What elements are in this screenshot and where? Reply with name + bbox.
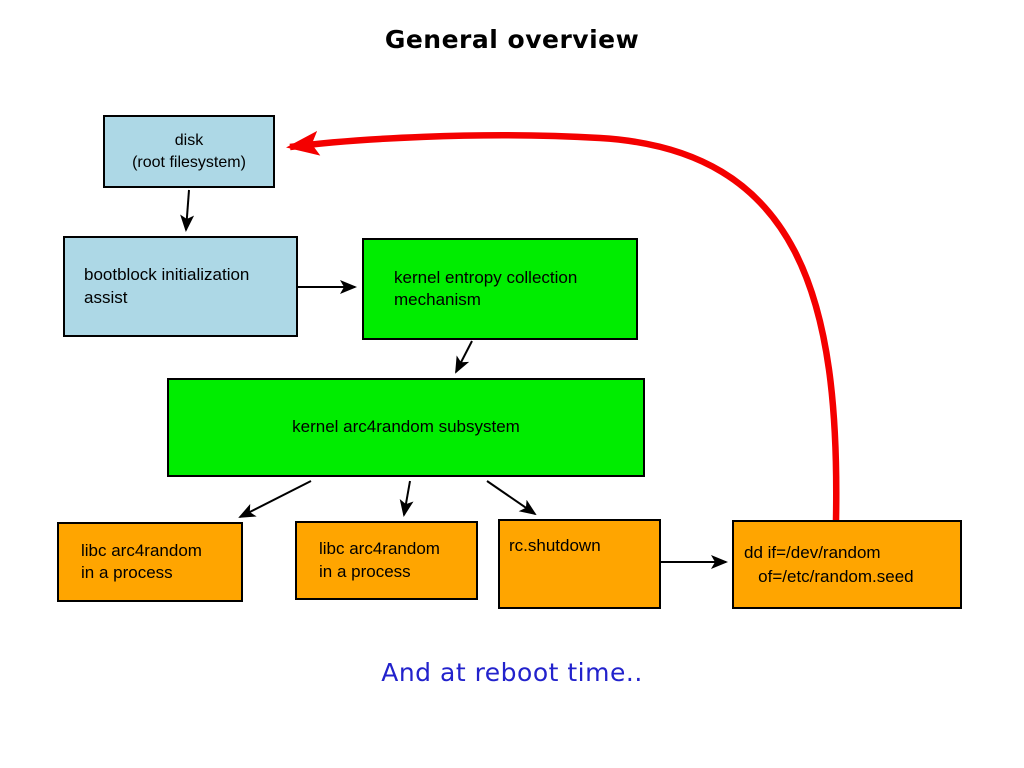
edge-disk-to-bootblock bbox=[180, 189, 195, 232]
node-libc-process-2-label: libc arc4random in a process bbox=[319, 539, 440, 581]
node-entropy: kernel entropy collection mechanism bbox=[362, 238, 638, 340]
node-bootblock-label: bootblock initialization assist bbox=[84, 265, 250, 307]
node-libc-process-1: libc arc4random in a process bbox=[57, 522, 243, 602]
edge-arc4random-to-libc2 bbox=[399, 480, 414, 517]
edge-arc4random-to-rcshutdown bbox=[486, 480, 537, 516]
page-title: General overview bbox=[384, 25, 640, 54]
node-disk-label: disk (root filesystem) bbox=[132, 132, 246, 171]
node-rc-shutdown: rc.shutdown bbox=[498, 519, 661, 609]
node-entropy-label: kernel entropy collection mechanism bbox=[394, 267, 578, 309]
node-libc-process-1-label: libc arc4random in a process bbox=[81, 540, 202, 582]
node-libc-process-2: libc arc4random in a process bbox=[295, 521, 478, 600]
edge-arc4random-to-libc1 bbox=[238, 480, 312, 518]
node-dd-random-seed: dd if=/dev/random of=/etc/random.seed bbox=[732, 520, 962, 609]
footnote-reboot-time: And at reboot time.. bbox=[381, 658, 643, 687]
node-arc4random-label: kernel arc4random subsystem bbox=[292, 417, 520, 437]
edge-entropy-to-arc4random bbox=[455, 340, 473, 374]
node-bootblock: bootblock initialization assist bbox=[63, 236, 298, 337]
node-arc4random: kernel arc4random subsystem bbox=[167, 378, 645, 477]
node-disk: disk (root filesystem) bbox=[103, 115, 275, 188]
node-rc-shutdown-label: rc.shutdown bbox=[509, 536, 601, 555]
node-dd-random-seed-label: dd if=/dev/random of=/etc/random.seed bbox=[744, 542, 914, 586]
